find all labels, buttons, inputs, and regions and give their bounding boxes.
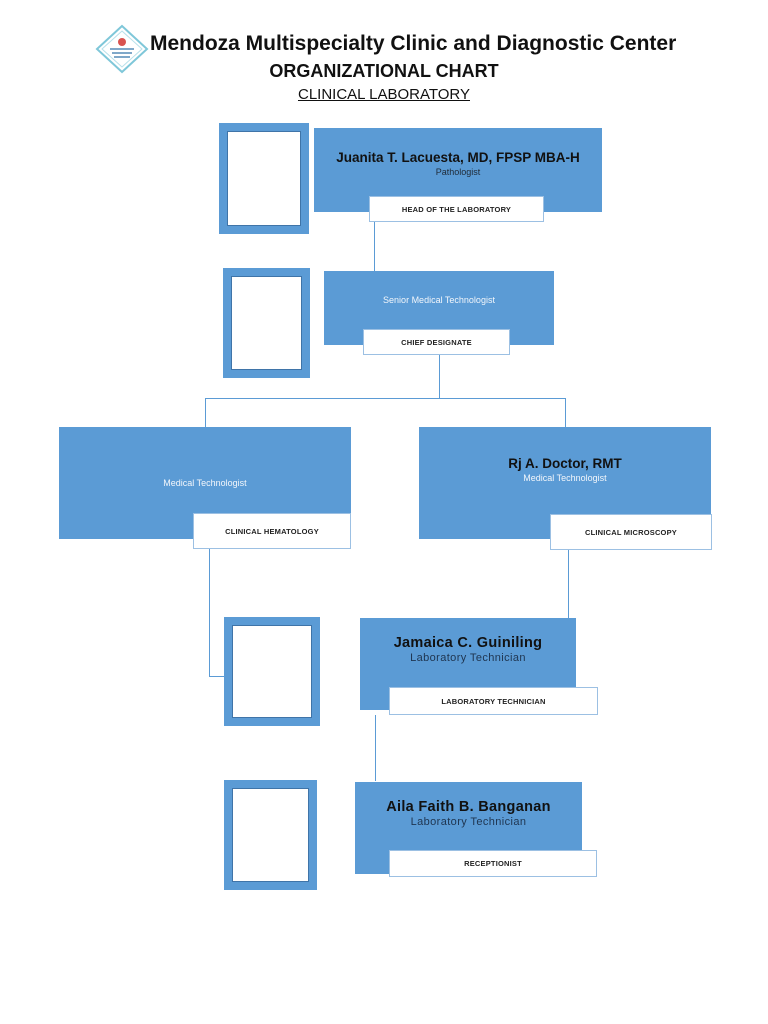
node-role: Laboratory Technician	[410, 651, 526, 664]
photo-frame-senior	[223, 268, 310, 378]
tag-head-of-laboratory: HEAD OF THE LABORATORY	[369, 196, 544, 222]
node-role: Medical Technologist	[523, 472, 607, 483]
clinic-logo-icon	[95, 24, 149, 74]
node-name: Juanita T. Lacuesta, MD, FPSP MBA-H	[336, 149, 580, 165]
photo-placeholder	[232, 788, 309, 882]
clinic-logo	[86, 22, 158, 76]
connector-labtech-down	[375, 715, 376, 781]
node-name: Rj A. Doctor, RMT	[508, 455, 622, 471]
connector-senior-down	[439, 355, 440, 399]
clinic-name: Mendoza Multispecialty Clinic and Diagno…	[150, 32, 677, 55]
connector-horizontal-branch	[205, 398, 566, 399]
node-name: Aila Faith B. Banganan	[386, 798, 551, 815]
tag-laboratory-technician: LABORATORY TECHNICIAN	[389, 687, 598, 715]
node-role: Medical Technologist	[163, 477, 247, 488]
connector-branch-right	[565, 398, 566, 427]
tag-clinical-microscopy: CLINICAL MICROSCOPY	[550, 514, 712, 550]
photo-placeholder	[231, 276, 302, 370]
tag-chief-designate: CHIEF DESIGNATE	[363, 329, 510, 355]
connector-branch-left	[205, 398, 206, 427]
photo-placeholder	[232, 625, 312, 718]
node-role: Laboratory Technician	[410, 815, 527, 828]
chart-title: ORGANIZATIONAL CHART	[269, 61, 499, 81]
node-pathologist: Juanita T. Lacuesta, MD, FPSP MBA-H Path…	[314, 128, 602, 212]
photo-placeholder	[227, 131, 301, 226]
connector-left-to-photo	[209, 676, 224, 677]
connector-left-down	[209, 549, 210, 677]
tag-clinical-hematology: CLINICAL HEMATOLOGY	[193, 513, 351, 549]
photo-frame-labtech-2	[224, 780, 317, 890]
tag-receptionist: RECEPTIONIST	[389, 850, 597, 877]
connector-head-to-senior	[374, 222, 375, 271]
node-role: Pathologist	[435, 166, 481, 177]
node-name: Jamaica C. Guiniling	[393, 634, 543, 651]
connector-right-down	[568, 550, 569, 618]
node-role: Senior Medical Technologist	[383, 294, 495, 305]
photo-frame-pathologist	[219, 123, 309, 234]
photo-frame-labtech-1	[224, 617, 320, 726]
department-title: CLINICAL LABORATORY	[297, 86, 470, 103]
